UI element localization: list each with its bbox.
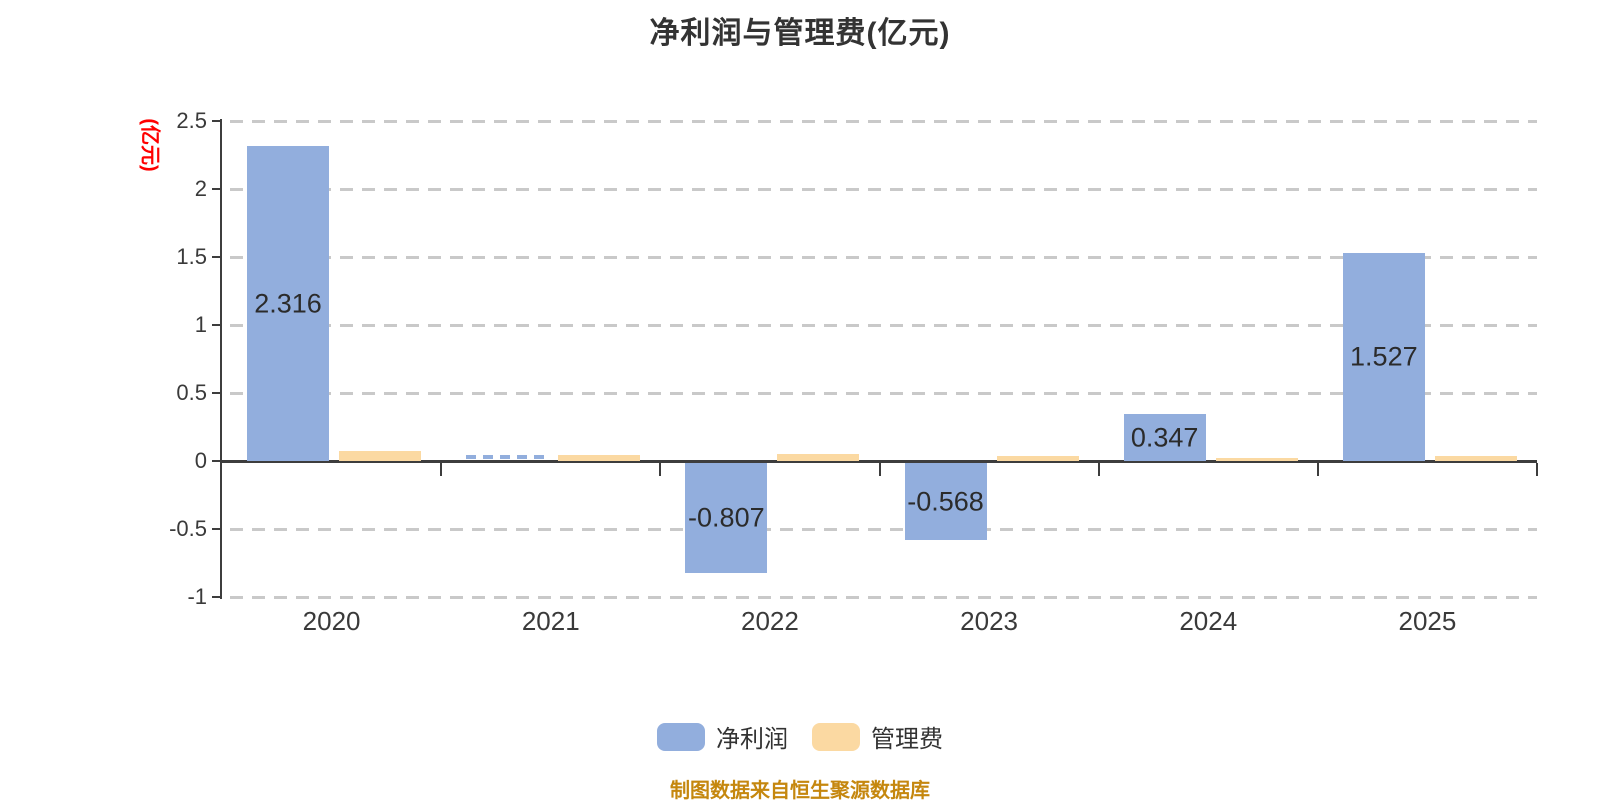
gridline-1 [230,324,1537,327]
x-tick-label-2020: 2020 [302,606,361,636]
legend-item-mgmt-fee[interactable]: 管理费 [812,719,943,754]
y-axis-tick [212,120,222,122]
gridline--0.5 [230,528,1537,531]
bar-net-profit-2022[interactable] [685,463,768,573]
legend-label-net-profit: 净利润 [716,726,788,753]
y-axis-tick [212,256,222,258]
y-axis-tick [212,188,222,190]
y-axis-tick [212,528,222,530]
x-axis-zero-line [222,460,1537,463]
y-tick-label-2.5: 2.5 [176,108,207,133]
legend-item-net-profit[interactable]: 净利润 [657,719,788,754]
y-tick-label-1.5: 1.5 [176,244,207,269]
bar-net-profit-2021[interactable] [466,455,549,459]
bar-mgmt-fee-2023[interactable] [996,456,1079,461]
x-tick-label-2021: 2021 [521,606,580,636]
mgmt-fee-swatch-icon [812,722,860,751]
y-tick-label-0: 0 [194,448,207,473]
y-tick-label--1: -1 [187,584,207,609]
x-axis-tick [1316,463,1319,476]
y-axis-tick [212,392,222,394]
bar-net-profit-2020[interactable] [247,146,329,461]
y-axis-line [220,119,222,599]
bar-value-label: -0.807 [688,502,765,533]
bar-net-profit-2025[interactable] [1342,253,1425,461]
chart-title: 净利润与管理费(亿元) [649,17,951,50]
y-tick-label--0.5: -0.5 [169,516,207,541]
x-tick-label-2022: 2022 [740,606,799,636]
y-tick-label-2: 2 [194,176,207,201]
bar-mgmt-fee-2022[interactable] [777,454,860,461]
gridline--1 [230,596,1537,599]
gridline-1.5 [230,256,1537,259]
net-profit-swatch-icon [657,722,705,751]
bar-value-label: 1.527 [1350,341,1418,372]
x-tick-label-2025: 2025 [1398,606,1457,636]
bar-mgmt-fee-2024[interactable] [1215,458,1298,461]
gridline-0.5 [230,392,1537,395]
bar-mgmt-fee-2020[interactable] [339,451,421,461]
y-tick-label-1: 1 [194,312,207,337]
gridline-2.5 [230,120,1537,123]
x-axis-tick [440,463,443,476]
x-axis-tick [878,463,881,476]
bar-value-label: 0.347 [1130,422,1199,452]
x-axis-tick [659,463,662,476]
bar-value-label: 2.316 [254,288,322,318]
x-tick-label-2023: 2023 [960,606,1018,636]
x-axis-tick [1097,463,1100,476]
bar-value-label: -0.568 [907,486,984,516]
x-tick-label-2024: 2024 [1179,606,1238,636]
y-axis-tick [212,596,222,598]
bar-net-profit-2024[interactable] [1123,414,1206,461]
source-note: 制图数据来自恒生聚源数据库 [670,780,930,800]
bar-mgmt-fee-2021[interactable] [558,455,641,461]
legend: 净利润 管理费 [0,719,1600,754]
gridline-2 [230,188,1537,191]
y-axis-tick [212,460,222,462]
bar-mgmt-fee-2025[interactable] [1434,456,1517,461]
x-axis-tick [1536,463,1538,476]
y-axis-tick [212,324,222,326]
bar-net-profit-2023[interactable] [904,463,987,540]
legend-label-mgmt-fee: 管理费 [871,726,943,753]
y-tick-label-0.5: 0.5 [176,380,207,405]
